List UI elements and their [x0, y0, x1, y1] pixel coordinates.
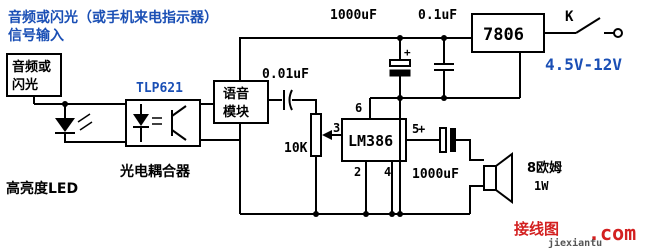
junction-top-rail	[397, 35, 403, 41]
speaker-spec-line1: 8欧姆	[527, 160, 562, 176]
switch-lever	[575, 17, 601, 34]
supply-voltage: 4.5V-12V	[545, 55, 622, 74]
wire-cap-to-pot	[292, 99, 317, 114]
power-cap-value: 1000uF	[330, 8, 377, 23]
header-line1: 音频或闪光（或手机来电指示器）	[8, 9, 218, 26]
power-cap-plus: +	[404, 46, 411, 59]
opto-transistor-collector	[171, 105, 187, 117]
lm386-label: LM386	[348, 132, 393, 150]
power-cap-plate2	[389, 69, 411, 77]
watermark-site: jiexiantu	[548, 237, 602, 249]
output-cap-plate2	[450, 128, 456, 152]
coupling-cap-plate2	[288, 89, 293, 111]
optocoupler-box	[125, 99, 201, 147]
opto-transistor-emitter	[171, 129, 187, 141]
pin-6-label: 6	[355, 101, 362, 115]
coupling-cap-value: 0.01uF	[262, 67, 309, 82]
junction-filter-bottom	[441, 95, 447, 101]
header-line2: 信号输入	[8, 27, 64, 44]
wire-cap-to-speaker	[456, 139, 484, 161]
output-cap-value: 1000uF	[412, 167, 459, 182]
pin-4-label: 4	[384, 165, 391, 179]
regulator-label: 7806	[483, 25, 524, 45]
wire-speaker-ground	[469, 185, 484, 214]
watermark-logo: 接线图	[514, 220, 559, 238]
pot-wiper-arrow	[322, 130, 332, 140]
output-cap-plate1	[439, 127, 447, 153]
junction-gnd-cap	[397, 211, 403, 217]
input-label-line2: 闪光	[12, 77, 38, 93]
junction-gnd-pin4	[389, 211, 395, 217]
led-light-arrow2	[79, 121, 93, 131]
pin-3-label: 3	[333, 121, 340, 135]
wire-led-cathode	[64, 133, 128, 143]
opto-led-symbol	[133, 114, 149, 126]
optocoupler-caption: 光电耦合器	[119, 163, 191, 180]
optocoupler-part: TLP621	[136, 81, 183, 96]
input-label-line1: 音频或	[12, 59, 51, 75]
pot-value: 10K	[284, 141, 308, 156]
voice-module-line2: 模块	[223, 104, 250, 120]
filter-cap-value: 0.1uF	[418, 8, 457, 23]
speaker-body	[483, 165, 497, 191]
speaker-spec-line2: 1W	[534, 179, 549, 193]
wire-top-rail	[239, 37, 472, 81]
potentiometer	[310, 113, 322, 157]
led-caption: 高亮度LED	[6, 180, 78, 197]
speaker-cone	[495, 152, 513, 204]
junction-pin6	[397, 95, 403, 101]
lm386-chip	[341, 118, 407, 162]
watermark-domain: .com	[588, 221, 636, 245]
power-cap-plate1	[389, 59, 411, 67]
pin-2-label: 2	[354, 165, 361, 179]
junction-gnd-pot	[313, 211, 319, 217]
junction-filter-top	[441, 35, 447, 41]
switch-label: K	[565, 9, 574, 25]
junction-gnd-pin2	[363, 211, 369, 217]
voice-module-line1: 语音	[223, 86, 249, 102]
led-diode-symbol	[55, 118, 75, 132]
pin-5-label: 5	[412, 122, 419, 136]
led-light-arrow1	[77, 113, 91, 123]
output-cap-plus: +	[418, 122, 425, 136]
supply-terminal	[613, 28, 623, 38]
